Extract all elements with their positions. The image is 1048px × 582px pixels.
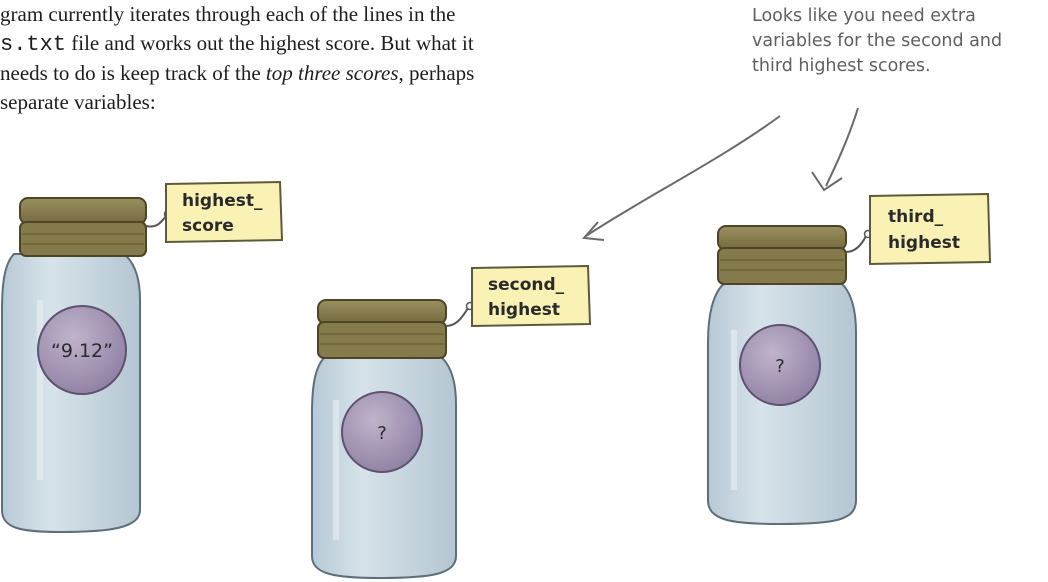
arrow-to-second-jar [586,116,780,236]
jar-highest-score: “9.12” highest_ score [2,182,282,532]
tag-line-1: second_ [488,275,565,295]
tag-line-2: score [182,216,234,236]
tag-line-1: third_ [888,207,944,227]
tag-line-1: highest_ [182,191,263,211]
jar-third-highest: ? third_ highest [708,194,990,524]
tag-line-2: highest [488,300,560,320]
jar-second-highest: ? second_ highest [312,266,590,578]
jar-value-label: ? [377,423,387,444]
tag-third-highest [870,194,990,264]
arrow-to-third-jar [826,108,858,186]
jar-value-label: “9.12” [51,340,113,362]
jar-value-label: ? [775,356,785,377]
arrowhead-third [812,172,842,190]
tag-line-2: highest [888,233,960,253]
